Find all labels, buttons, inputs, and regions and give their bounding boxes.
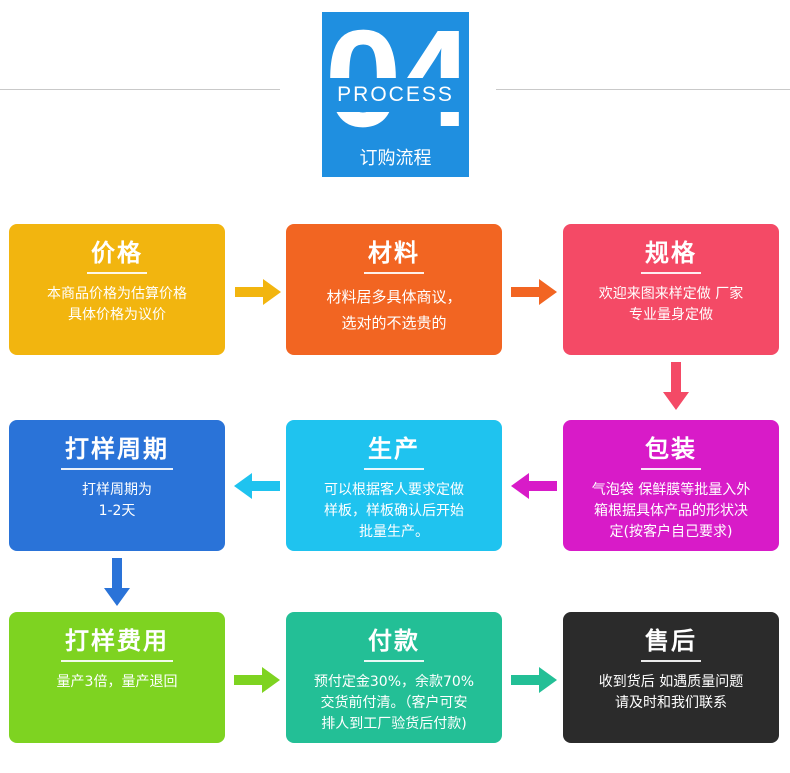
step-desc-line: 材料居多具体商议， bbox=[326, 288, 462, 306]
step-desc-line: 可以根据客人要求定做 bbox=[324, 482, 464, 498]
arrow-right-icon bbox=[511, 667, 557, 693]
arrow-shape bbox=[235, 279, 281, 305]
step-title: 规格 bbox=[641, 236, 701, 274]
step-desc-line: 量产3倍，量产退回 bbox=[56, 674, 178, 690]
step-title: 打样周期 bbox=[61, 432, 173, 470]
step-title: 包装 bbox=[641, 432, 701, 470]
step-payment: 付款 预付定金30%，余款70% 交货前付清。（客户可安 排人到工厂验货后付款) bbox=[286, 612, 502, 743]
step-title: 材料 bbox=[364, 236, 424, 274]
step-desc-line: 气泡袋 保鲜膜等批量入外 bbox=[591, 482, 751, 498]
step-title: 付款 bbox=[364, 624, 424, 662]
arrow-shape bbox=[511, 473, 557, 499]
process-logo: 04 PROCESS 订购流程 bbox=[322, 12, 469, 177]
step-title: 生产 bbox=[364, 432, 424, 470]
arrow-shape bbox=[511, 279, 557, 305]
arrow-left-icon bbox=[511, 473, 557, 499]
step-desc-line: 打样周期为 bbox=[82, 482, 152, 498]
step-packaging: 包装 气泡袋 保鲜膜等批量入外 箱根据具体产品的形状决 定(按客户自己要求) bbox=[563, 420, 779, 551]
arrow-left-icon bbox=[234, 473, 280, 499]
arrow-down-icon bbox=[104, 558, 130, 606]
logo-subtitle: 订购流程 bbox=[359, 148, 432, 169]
step-title: 售后 bbox=[641, 624, 701, 662]
header-divider-right bbox=[496, 89, 790, 90]
step-title: 价格 bbox=[87, 236, 147, 274]
logo-process-text: PROCESS bbox=[337, 83, 454, 106]
step-desc-line: 本商品价格为估算价格 bbox=[47, 286, 187, 302]
arrow-shape bbox=[234, 667, 280, 693]
logo-band bbox=[322, 78, 469, 112]
arrow-right-icon bbox=[235, 279, 281, 305]
arrow-right-icon bbox=[234, 667, 280, 693]
step-price: 价格 本商品价格为估算价格 具体价格为议价 bbox=[9, 224, 225, 355]
step-desc-line: 定(按客户自己要求) bbox=[609, 524, 733, 540]
step-desc-line: 收到货后 如遇质量问题 bbox=[598, 674, 744, 690]
header-divider-left bbox=[0, 89, 280, 90]
step-spec: 规格 欢迎来图来样定做 厂家 专业量身定做 bbox=[563, 224, 779, 355]
step-production: 生产 可以根据客人要求定做 样板，样板确认后开始 批量生产。 bbox=[286, 420, 502, 551]
step-after-sales: 售后 收到货后 如遇质量问题 请及时和我们联系 bbox=[563, 612, 779, 743]
step-material: 材料 材料居多具体商议， 选对的不选贵的 bbox=[286, 224, 502, 355]
arrow-shape bbox=[663, 362, 689, 410]
step-desc-line: 欢迎来图来样定做 厂家 bbox=[598, 286, 744, 302]
step-desc-line: 批量生产。 bbox=[359, 524, 429, 540]
step-title: 打样费用 bbox=[61, 624, 173, 662]
step-desc-line: 样板，样板确认后开始 bbox=[324, 503, 464, 519]
step-desc-line: 交货前付清。（客户可安 bbox=[320, 695, 468, 711]
step-sample-fee: 打样费用 量产3倍，量产退回 bbox=[9, 612, 225, 743]
step-desc-line: 排人到工厂验货后付款) bbox=[321, 716, 467, 732]
arrow-shape bbox=[104, 558, 130, 606]
step-desc-line: 专业量身定做 bbox=[629, 307, 713, 323]
step-desc-line: 请及时和我们联系 bbox=[615, 695, 727, 711]
arrow-shape bbox=[234, 473, 280, 499]
arrow-right-icon bbox=[511, 279, 557, 305]
step-desc-line: 1-2天 bbox=[98, 503, 136, 519]
arrow-shape bbox=[511, 667, 557, 693]
step-desc-line: 箱根据具体产品的形状决 bbox=[594, 503, 748, 519]
step-desc-line: 具体价格为议价 bbox=[68, 307, 166, 323]
step-desc-line: 选对的不选贵的 bbox=[341, 314, 447, 332]
step-sample-period: 打样周期 打样周期为 1-2天 bbox=[9, 420, 225, 551]
arrow-down-icon bbox=[663, 362, 689, 410]
step-desc-line: 预付定金30%，余款70% bbox=[313, 674, 475, 690]
